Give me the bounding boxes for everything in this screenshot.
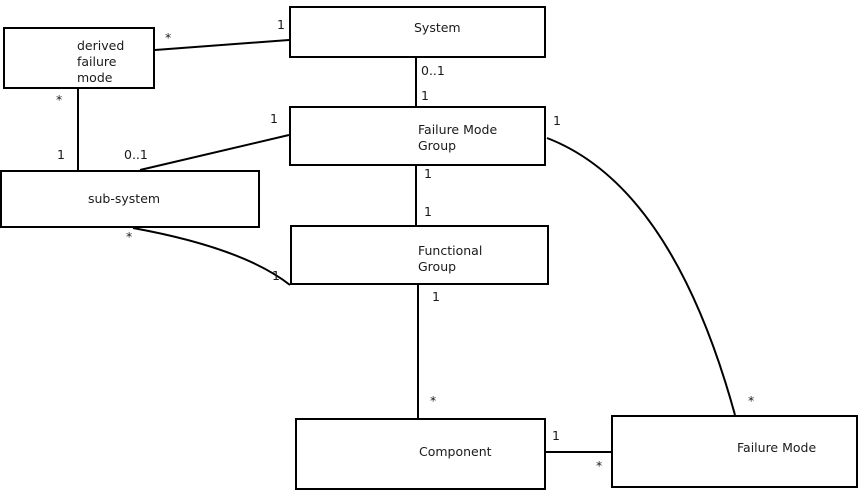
class-name-component: Component [419, 444, 492, 459]
class-box-sub-system[interactable] [0, 170, 260, 228]
multiplicity-mult-subsys-to-dfm-near: 1 [57, 147, 65, 162]
class-box-system[interactable] [289, 6, 546, 58]
class-name-system: System [414, 20, 461, 35]
association-sub-system--functional-group [132, 227, 291, 286]
multiplicity-mult-subsys-to-fg-near: * [126, 229, 133, 244]
association-sub-system--failure-mode-group [139, 134, 290, 171]
multiplicity-mult-fmg-to-subsys-near: 1 [270, 111, 278, 126]
class-box-failure-mode[interactable] [611, 415, 858, 488]
association-derived-failure-mode--system [154, 39, 290, 51]
class-box-derived-failure-mode[interactable] [3, 27, 155, 89]
class-name-functional-group: Functional Group [418, 243, 483, 274]
multiplicity-mult-fmg-to-fg-near: 1 [424, 166, 432, 181]
multiplicity-mult-fg-to-subsys-near: 1 [272, 268, 280, 283]
multiplicity-mult-fmg-to-system-near: 1 [421, 88, 429, 103]
multiplicity-mult-dfm-to-system-near: * [165, 30, 172, 45]
multiplicity-mult-comp-to-fg-near: * [430, 393, 437, 408]
class-name-derived-failure-mode: derived failure mode [77, 38, 125, 85]
multiplicity-mult-fm-to-fmg-near: * [748, 393, 755, 408]
class-name-sub-system: sub-system [88, 191, 161, 206]
class-box-functional-group[interactable] [290, 225, 549, 285]
class-box-failure-mode-group[interactable] [289, 106, 546, 166]
association-lines [77, 39, 736, 453]
class-name-failure-mode: Failure Mode [737, 440, 817, 455]
class-name-failure-mode-group: Failure Mode Group [418, 122, 498, 153]
multiplicity-mult-comp-to-fm-near: 1 [552, 428, 560, 443]
multiplicity-mult-system-to-dfm-near: 1 [277, 17, 285, 32]
multiplicity-mult-system-to-fmg-near: 0..1 [421, 63, 445, 78]
association-failure-mode-group--failure-mode [546, 137, 736, 416]
multiplicity-mult-fmg-to-fm-near: 1 [553, 113, 561, 128]
multiplicity-mult-fg-to-comp-near: 1 [432, 289, 440, 304]
multiplicity-mult-subsys-to-fmg-near: 0..1 [124, 147, 148, 162]
multiplicity-mult-dfm-to-subsys-near: * [56, 92, 63, 107]
multiplicity-mult-fg-to-fmg-near: 1 [424, 204, 432, 219]
multiplicity-mult-fm-to-comp-near: * [596, 458, 603, 473]
class-box-component[interactable] [295, 418, 546, 490]
